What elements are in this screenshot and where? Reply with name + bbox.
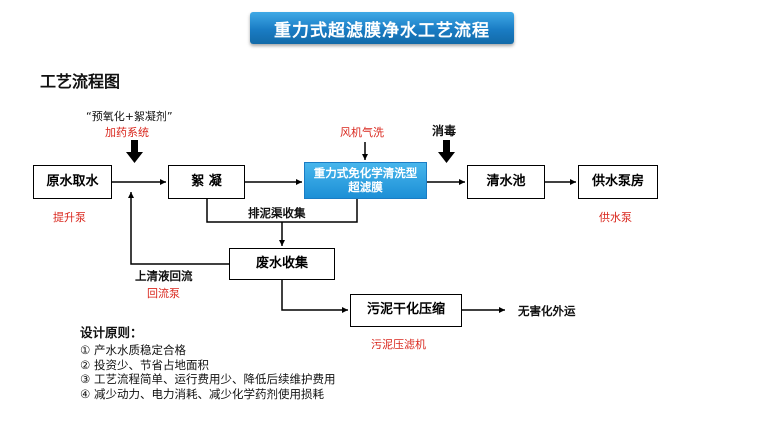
label-lift-pump: 提升泵 [53, 211, 86, 224]
node-raw-water: 原水取水 [33, 165, 112, 199]
dosing-arrow [126, 140, 143, 163]
label-disinfect: 消毒 [432, 124, 457, 138]
node-membrane: 重力式免化学清洗型超滤膜 [304, 162, 427, 199]
principle-item: ② 投资少、节省占地面积 [80, 357, 209, 372]
principles-heading: 设计原则： [80, 325, 143, 340]
principle-item: ① 产水水质稳定合格 [80, 343, 186, 357]
section-title: 工艺流程图 [40, 72, 121, 91]
label-dosing: 加药系统 [105, 126, 149, 139]
title-banner: 重力式超滤膜净水工艺流程 [250, 12, 514, 44]
node-waste-water: 废水收集 [229, 248, 335, 280]
design-principles: 设计原则： ① 产水水质稳定合格 ② 投资少、节省占地面积 ③ 工艺流程简单、运… [80, 322, 335, 401]
label-harmless: 无害化外运 [518, 304, 576, 318]
principle-item: ③ 工艺流程简单、运行费用少、降低后续维护费用 [80, 372, 336, 386]
arrow-waste-to-sludge [281, 280, 348, 313]
label-return-pump: 回流泵 [147, 287, 180, 300]
node-pump-house: 供水泵房 [578, 165, 658, 199]
label-supply-pump: 供水泵 [599, 211, 632, 224]
node-clear-pool: 清水池 [467, 165, 545, 199]
label-filter-press: 污泥压滤机 [371, 338, 426, 351]
arrow-supernatant-return [128, 192, 229, 265]
principle-item: ④ 减少动力、电力消耗、减少化学药剂使用损耗 [80, 386, 324, 401]
label-preox: “预氧化+絮凝剂” [86, 110, 173, 123]
label-sludge-channel: 排泥渠收集 [248, 206, 306, 220]
label-air-wash: 风机气洗 [340, 126, 384, 139]
disinfect-arrow [438, 140, 455, 163]
label-supernatant: 上清液回流 [135, 269, 193, 283]
node-flocculation: 絮 凝 [168, 165, 245, 199]
node-sludge: 污泥干化压缩 [350, 294, 462, 327]
